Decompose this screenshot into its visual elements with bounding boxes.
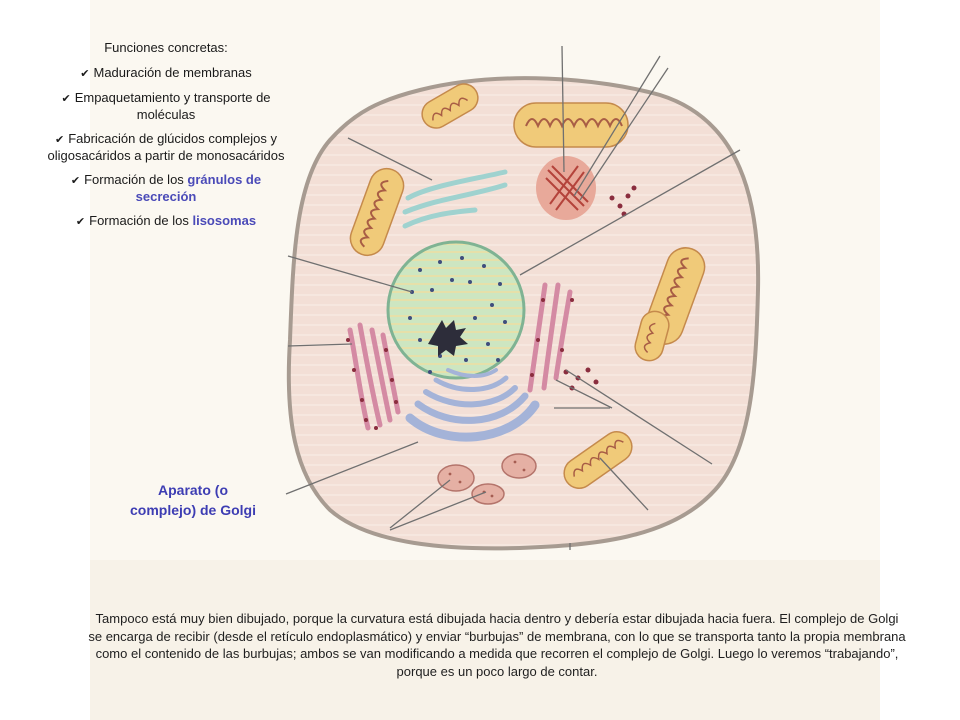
mitochondrion bbox=[634, 310, 670, 362]
golgi-label: Aparato (o complejo) de Golgi bbox=[108, 480, 278, 520]
explanation-text: Tampoco está muy bien dibujado, porque l… bbox=[88, 611, 906, 679]
check-icon: ✔ bbox=[61, 93, 71, 105]
mitochondrion bbox=[349, 167, 405, 257]
mitochondrion bbox=[563, 431, 633, 489]
smooth-er bbox=[402, 169, 508, 229]
check-icon: ✔ bbox=[80, 68, 90, 80]
ribosomes bbox=[346, 338, 398, 430]
leader-lines bbox=[285, 45, 741, 550]
mitochondria bbox=[349, 83, 706, 489]
function-highlight: lisosomas bbox=[192, 213, 257, 228]
rough-er-right bbox=[527, 282, 573, 393]
nucleus bbox=[386, 240, 526, 380]
centrosome bbox=[536, 156, 596, 220]
function-item: ✔Formación de los lisosomas bbox=[40, 213, 292, 230]
lysosomes bbox=[437, 453, 537, 505]
functions-title: Funciones concretas: bbox=[104, 40, 228, 55]
function-highlight: gránulos de secreción bbox=[135, 172, 262, 204]
nucleolus bbox=[428, 320, 468, 356]
golgi-label-line2: complejo) de Golgi bbox=[129, 502, 256, 518]
function-item: ✔Empaquetamiento y transporte de molécul… bbox=[40, 90, 292, 123]
function-item: ✔Fabricación de glúcidos complejos y oli… bbox=[40, 131, 292, 164]
mitochondrion bbox=[513, 102, 629, 148]
function-text: Formación de los bbox=[89, 213, 193, 228]
function-text: Maduración de membranas bbox=[93, 65, 252, 80]
function-item: ✔Formación de los gránulos de secreción bbox=[40, 172, 292, 205]
golgi-label-line1: Aparato (o bbox=[158, 482, 228, 498]
function-text: Fabricación de glúcidos complejos y olig… bbox=[47, 131, 285, 163]
paper-shadow bbox=[90, 560, 880, 720]
function-text: Empaquetamiento y transporte de molécula… bbox=[74, 90, 271, 122]
functions-list: Funciones concretas: ✔Maduración de memb… bbox=[40, 40, 292, 238]
check-icon: ✔ bbox=[54, 134, 65, 146]
function-text: Formación de los bbox=[84, 172, 188, 187]
check-icon: ✔ bbox=[75, 216, 86, 228]
check-icon: ✔ bbox=[70, 175, 81, 187]
function-item: ✔Maduración de membranas bbox=[40, 65, 292, 82]
rough-er-left bbox=[347, 322, 401, 431]
mitochondrion bbox=[421, 83, 479, 129]
golgi-apparatus bbox=[405, 368, 540, 442]
